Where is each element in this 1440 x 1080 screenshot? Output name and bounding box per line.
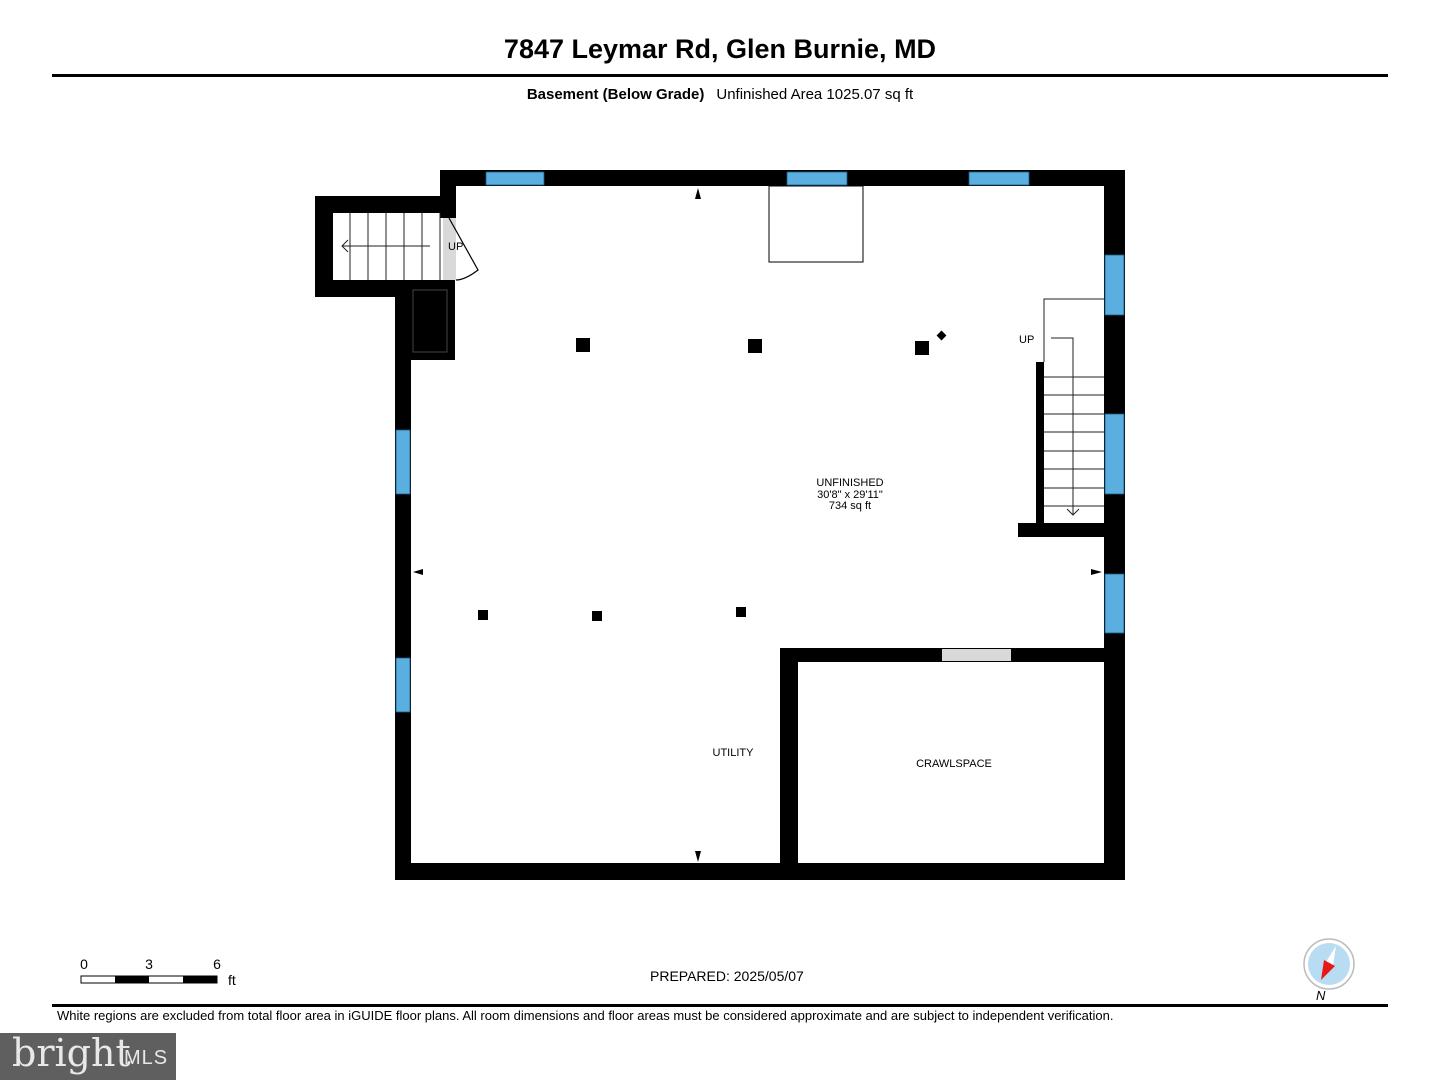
bright-mls-watermark: bright MLS: [0, 1031, 176, 1080]
room-name-utility: UTILITY: [713, 747, 755, 759]
stair-right: [1043, 298, 1104, 516]
compass-icon: N: [1303, 938, 1355, 1003]
divider: [52, 74, 1388, 77]
stair-up-label: UP: [1019, 334, 1034, 346]
scale-tick: 3: [145, 956, 153, 972]
door-swing: [448, 217, 479, 281]
windows: [395, 171, 1125, 713]
room-dimensions: 30'8" x 29'11": [817, 489, 883, 501]
watermark-brand: bright: [12, 1031, 131, 1075]
watermark-suffix: MLS: [124, 1047, 169, 1069]
room-name-unfinished: UNFINISHED: [816, 477, 883, 489]
stair-up-label: UP: [448, 241, 463, 253]
prepared-date: PREPARED: 2025/05/07: [650, 968, 804, 984]
floor-subtitle: Basement (Below Grade) Unfinished Area 10…: [0, 86, 1440, 103]
compass-north-label: N: [1316, 988, 1326, 1003]
area-summary: Unfinished Area 1025.07 sq ft: [716, 86, 914, 103]
level-name: Basement (Below Grade): [526, 86, 705, 103]
disclaimer: White regions are excluded from total fl…: [57, 1008, 1114, 1023]
room-name-crawlspace: CRAWLSPACE: [916, 758, 992, 770]
fixture-box: [768, 185, 864, 263]
room-area: 734 sq ft: [829, 500, 871, 512]
stair-treads: [341, 213, 441, 280]
scale-tick: 6: [213, 956, 221, 972]
scale-unit: ft: [228, 972, 236, 988]
door-opening: [443, 218, 456, 280]
page-title: 7847 Leymar Rd, Glen Burnie, MD: [503, 34, 937, 64]
scale-tick: 0: [80, 956, 88, 972]
columns: [413, 188, 1102, 862]
scale-bar: 0 3 6 ft: [80, 956, 236, 988]
divider: [52, 1004, 1388, 1007]
crawlspace-opening: [942, 649, 1011, 661]
